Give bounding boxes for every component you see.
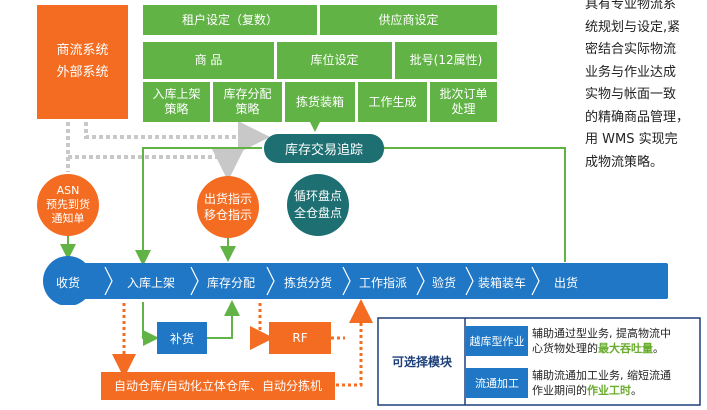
rf-label: RF bbox=[292, 331, 308, 345]
side-text-line: 具有专业物流系 bbox=[585, 0, 677, 12]
cross-docking-module[interactable]: 越库型作业 bbox=[466, 326, 528, 356]
tenant-settings-cell[interactable]: 租户设定（复数） bbox=[143, 5, 317, 35]
flow-step-allocation[interactable]: 库存分配 bbox=[195, 272, 267, 292]
rf-node[interactable]: RF bbox=[269, 322, 331, 354]
highlight-text: 作业工时 bbox=[587, 384, 631, 397]
asn-line2: 预先到货 bbox=[46, 198, 90, 211]
putaway-strategy-line1: 入库上架 bbox=[152, 87, 201, 101]
batch-number-label: 批号(12属性) bbox=[409, 53, 483, 67]
work-generation-cell[interactable]: 工作生成 bbox=[358, 82, 427, 122]
description-line: 心货物处理的最大吞吐量。 bbox=[532, 341, 697, 356]
allocation-strategy-cell[interactable]: 库存分配 策略 bbox=[213, 82, 282, 122]
shipment-instruction-line1: 出货指示 bbox=[203, 192, 252, 206]
cycle-count-node[interactable]: 循环盘点 全仓盘点 bbox=[287, 174, 349, 236]
flow-step-label: 出货 bbox=[553, 275, 578, 290]
flow-step-label: 工作指派 bbox=[358, 275, 407, 290]
flow-step-work-assignment[interactable]: 工作指派 bbox=[348, 272, 418, 292]
picking-packing-label: 拣货装箱 bbox=[295, 94, 344, 109]
optional-modules-title: 可选择模块 bbox=[380, 320, 464, 403]
replenishment-label: 补货 bbox=[169, 331, 194, 346]
flow-step-label: 验货 bbox=[431, 275, 456, 290]
process-flow-bar bbox=[43, 256, 668, 305]
putaway-strategy-line2: 策略 bbox=[164, 102, 189, 116]
side-text-line: 业务与作业达成 bbox=[585, 64, 677, 80]
side-text-line: 成物流策略。 bbox=[585, 154, 664, 170]
work-generation-label: 工作生成 bbox=[368, 94, 417, 109]
description-text: 作业期间的 bbox=[532, 384, 587, 397]
distribution-processing-description: 辅助流通加工业务, 缩短流通 作业期间的作业工时。 bbox=[532, 368, 697, 398]
batch-order-line1: 批次订单 bbox=[439, 87, 488, 101]
highlight-text: 最大吞吐量 bbox=[598, 342, 653, 355]
batch-order-line2: 处理 bbox=[451, 102, 476, 116]
supplier-settings-cell[interactable]: 供应商设定 bbox=[320, 5, 497, 35]
optional-modules-label: 可选择模块 bbox=[391, 355, 452, 369]
side-text-line: 用 WMS 实现完 bbox=[585, 132, 678, 147]
flow-step-label: 拣货分货 bbox=[283, 275, 332, 290]
inventory-tracking-node[interactable]: 库存交易追踪 bbox=[264, 134, 384, 163]
supplier-settings-label: 供应商设定 bbox=[378, 12, 439, 27]
distribution-processing-label: 流通加工 bbox=[475, 377, 519, 390]
automation-label: 自动仓库/自动化立体仓库、自动分拣机 bbox=[113, 379, 323, 393]
flow-step-label: 库存分配 bbox=[206, 275, 255, 290]
side-description: 具有专业物流系 统规划与设定,紧 密结合实际物流 业务与作业达成 实物与帐面一致… bbox=[585, 0, 707, 174]
shipment-instruction-node[interactable]: 出货指示 移仓指示 bbox=[197, 176, 259, 238]
external-system-line2: 外部系统 bbox=[56, 65, 109, 80]
allocation-strategy-line1: 库存分配 bbox=[223, 87, 272, 101]
picking-packing-cell[interactable]: 拣货装箱 bbox=[285, 82, 355, 122]
asn-node[interactable]: ASN 预先到货 通知单 bbox=[37, 174, 99, 236]
flow-step-shipping[interactable]: 出货 bbox=[540, 272, 592, 292]
side-text-line: 统规划与设定,紧 bbox=[585, 19, 681, 35]
distribution-processing-module[interactable]: 流通加工 bbox=[466, 368, 528, 398]
description-line: 辅助流通加工业务, 缩短流通 bbox=[532, 369, 671, 382]
flow-step-label: 入库上架 bbox=[126, 275, 175, 290]
tenant-settings-label: 租户设定（复数） bbox=[181, 12, 278, 27]
product-cell[interactable]: 商 品 bbox=[143, 42, 274, 79]
side-text-line: 密结合实际物流 bbox=[585, 42, 677, 57]
asn-line3: 通知单 bbox=[51, 212, 85, 225]
batch-number-cell[interactable]: 批号(12属性) bbox=[395, 42, 497, 79]
putaway-strategy-cell[interactable]: 入库上架 策略 bbox=[143, 82, 210, 122]
inventory-tracking-label: 库存交易追踪 bbox=[284, 143, 363, 158]
flow-step-loading[interactable]: 装箱装车 bbox=[470, 272, 534, 292]
batch-order-cell[interactable]: 批次订单 处理 bbox=[430, 82, 497, 122]
location-settings-cell[interactable]: 库位设定 bbox=[277, 42, 392, 79]
location-settings-label: 库位设定 bbox=[310, 53, 359, 67]
cycle-count-line2: 全仓盘点 bbox=[293, 206, 342, 220]
flow-step-label: 装箱装车 bbox=[477, 275, 526, 290]
flow-step-inspection[interactable]: 验货 bbox=[424, 272, 464, 292]
description-text: 心货物处理的 bbox=[532, 342, 598, 355]
flow-step-label: 收货 bbox=[55, 275, 80, 290]
description-text: 。 bbox=[631, 384, 642, 397]
description-line: 作业期间的作业工时。 bbox=[532, 383, 697, 398]
allocation-strategy-line2: 策略 bbox=[235, 102, 260, 116]
shipment-instruction-line2: 移仓指示 bbox=[203, 208, 252, 222]
cross-docking-description: 辅助通过型业务, 提高物流中 心货物处理的最大吞吐量。 bbox=[532, 326, 697, 356]
cross-docking-label: 越库型作业 bbox=[469, 335, 525, 348]
flow-step-receiving[interactable]: 收货 bbox=[42, 272, 94, 292]
description-text: 。 bbox=[653, 342, 664, 355]
product-label: 商 品 bbox=[194, 53, 223, 67]
replenishment-node[interactable]: 补货 bbox=[157, 322, 207, 354]
external-system-box[interactable]: 商流系统 外部系统 bbox=[37, 5, 128, 119]
external-system-line1: 商流系统 bbox=[56, 43, 109, 58]
asn-line1: ASN bbox=[56, 184, 80, 197]
cycle-count-line1: 循环盘点 bbox=[293, 189, 342, 203]
automation-node[interactable]: 自动仓库/自动化立体仓库、自动分拣机 bbox=[101, 372, 335, 400]
flow-step-putaway[interactable]: 入库上架 bbox=[112, 272, 190, 292]
side-text-line: 实物与帐面一致 bbox=[585, 87, 677, 102]
description-line: 辅助通过型业务, 提高物流中 bbox=[532, 327, 671, 340]
flow-step-picking[interactable]: 拣货分货 bbox=[272, 272, 344, 292]
side-text-line: 的精确商品管理， bbox=[585, 109, 690, 125]
